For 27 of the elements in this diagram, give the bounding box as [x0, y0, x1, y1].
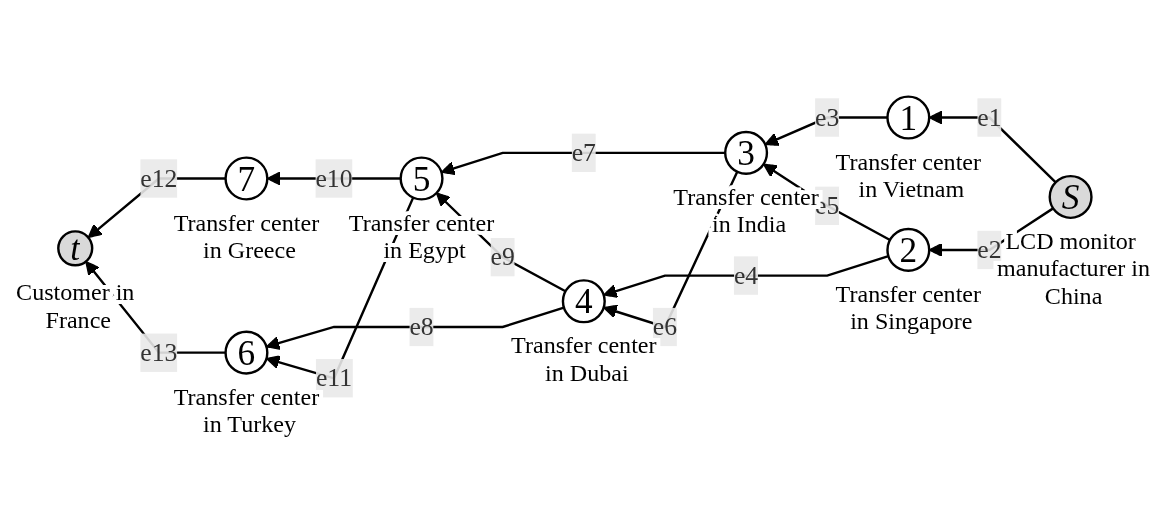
node-circle: 4 [561, 279, 606, 324]
arrow [440, 151, 726, 176]
arrow [435, 192, 567, 293]
arrow [265, 306, 565, 350]
arrow [603, 255, 889, 298]
node-circle: t [57, 230, 94, 267]
edge-label: e12 [140, 164, 178, 192]
edge-label: e4 [733, 261, 759, 289]
edge-label: e7 [571, 138, 596, 166]
node-circle: S [1048, 174, 1093, 220]
node-caption: Transfer center in Singapore [835, 281, 982, 335]
arrow [762, 163, 891, 242]
node-circle: 2 [886, 227, 931, 273]
node-circle: 5 [399, 156, 444, 201]
node-circle: 1 [886, 95, 931, 140]
edge-label: e3 [815, 103, 840, 131]
edge-label: e1 [977, 103, 1002, 131]
node-circle: 6 [224, 330, 269, 375]
node-caption: Customer in France [16, 279, 135, 333]
edge-label: e6 [652, 312, 678, 340]
node-circle: 7 [224, 156, 269, 201]
edge-label: e11 [315, 363, 353, 392]
edge-label: e10 [315, 164, 353, 192]
node-circle: 3 [724, 130, 769, 175]
node-caption: Transfer center in Greece [173, 209, 320, 263]
edge-label: e13 [140, 338, 178, 366]
edge-label: e8 [409, 312, 434, 340]
